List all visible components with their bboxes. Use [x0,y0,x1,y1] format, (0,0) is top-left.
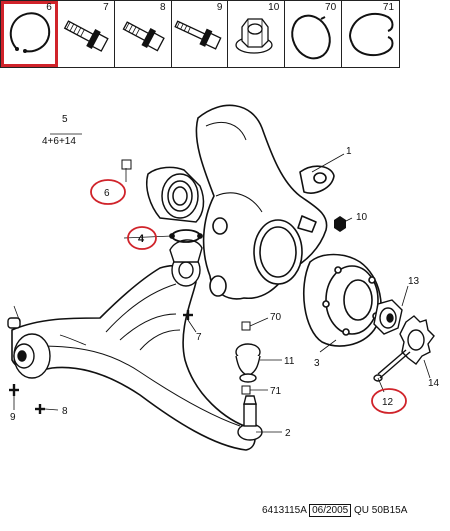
ball-joint-2[interactable] [237,395,263,441]
part-number: 7 [103,2,109,13]
rear-bush[interactable] [169,239,203,287]
circlip-ring-icon [9,12,51,53]
bolt-8-marker [35,404,45,414]
part-number: 70 [325,2,337,13]
balljoint-boot[interactable] [235,343,261,383]
ring-70-marker [241,321,251,331]
callout-1: 1 [346,146,352,157]
callout-4: 4 [138,233,145,245]
leader-lines [13,133,431,433]
part-number: 8 [160,2,166,13]
bolt-7-marker [183,310,193,320]
clip-71-marker [241,385,251,395]
diagram-reference: QU 50B15A [354,505,408,516]
wheel-hub[interactable] [303,253,382,347]
diagram-footer: 6413115A 06/2005 QU 50B15A [262,504,408,517]
diagram-code: 6413115A [262,505,307,516]
flange-bolt-icon [122,21,165,52]
part-number: 10 [268,2,280,13]
part-tile-10[interactable]: 10 [228,1,286,67]
long-bolt-icon [173,20,222,50]
flange-bolt-icon [63,20,109,52]
highlight-12 [371,388,407,414]
callout-5: 5 [62,114,68,125]
lower-wishbone-arm[interactable] [11,264,256,451]
part-tile-6[interactable]: 6 [1,1,58,67]
part-tile-7[interactable]: 7 [57,1,115,67]
part-number: 6 [46,2,52,13]
part-tile-71[interactable]: 71 [342,1,400,67]
split-pin[interactable] [373,349,411,382]
part-tile-70[interactable]: 70 [285,1,343,67]
callout-9: 9 [10,412,16,423]
callout-70: 70 [270,312,282,323]
circlip-6-marker [121,159,132,170]
callout-10: 10 [356,212,368,223]
callout-6: 6 [104,188,110,199]
callout-8: 8 [62,406,68,417]
callout-14: 14 [428,378,440,389]
part-number: 9 [216,2,223,13]
callout-13: 13 [408,276,420,287]
part-tile-8[interactable]: 8 [114,1,172,67]
callout-7: 7 [196,332,202,343]
highlight-4 [127,226,157,250]
callout-71: 71 [270,386,282,397]
spring-clip-icon [349,12,394,57]
ring-icon [291,14,332,60]
hub-nut[interactable] [373,299,403,335]
highlight-6 [90,179,126,205]
callout-3: 3 [314,358,320,369]
bolt-9-marker [9,384,19,396]
parts-toolbar: 6 7 8 9 [0,0,400,68]
part-tile-9[interactable]: 9 [171,1,229,67]
diagram-date: 06/2005 [309,504,352,517]
flange-nut-icon [235,18,274,54]
wheel-bearing[interactable] [146,166,205,223]
callout-11: 11 [284,356,295,367]
nut-lock-cap[interactable] [399,315,435,365]
callout-5-composition: 4+6+14 [42,136,76,147]
callout-12: 12 [382,397,394,408]
front-bush[interactable] [7,317,51,379]
part-number: 71 [382,2,395,13]
callout-2: 2 [285,428,291,439]
stub-axle-knuckle[interactable] [195,104,335,300]
